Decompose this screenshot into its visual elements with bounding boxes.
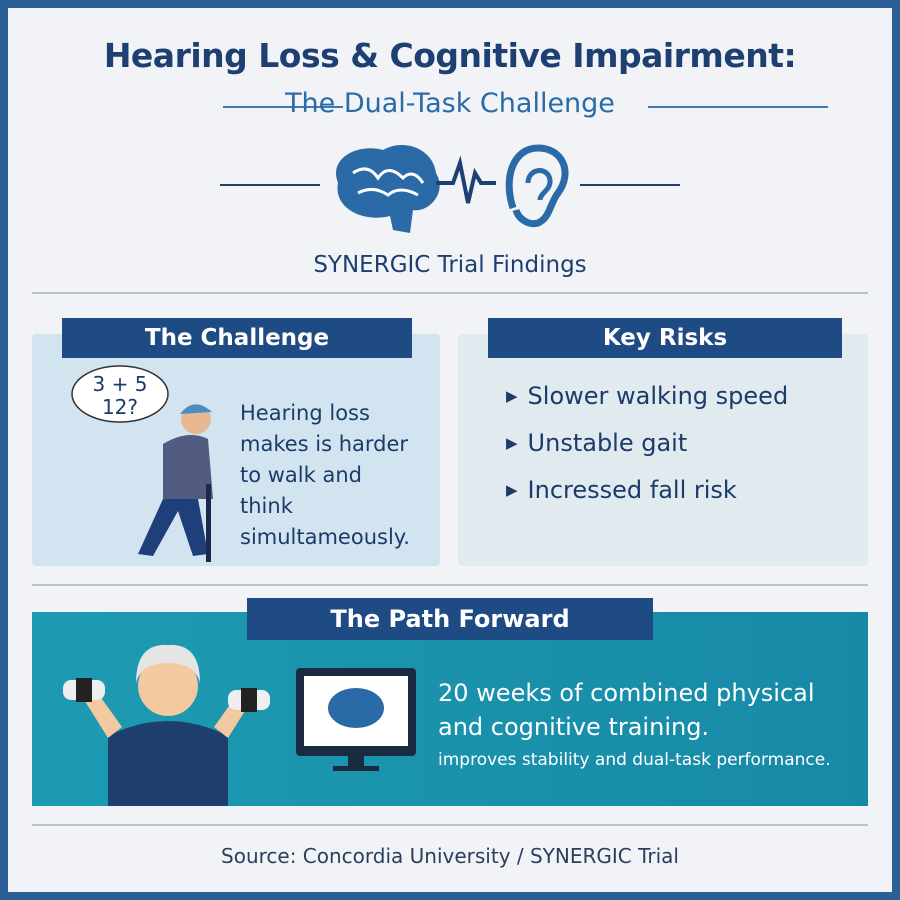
- brain-ear-icon: [336, 144, 569, 233]
- risks-panel: [458, 334, 868, 566]
- divider: [32, 292, 868, 294]
- risk-item: ▶Slower walking speed: [506, 382, 789, 410]
- path-forward-heading: The Path Forward: [247, 598, 653, 640]
- bullet-triangle-icon: ▶: [506, 387, 518, 405]
- thought-line-1: 3 + 5: [93, 372, 148, 396]
- page-title: Hearing Loss & Cognitive Impairment:: [103, 36, 797, 75]
- divider: [223, 106, 343, 108]
- bullet-triangle-icon: ▶: [506, 434, 518, 452]
- path-forward-main-text: 20 weeks of combined physical and cognit…: [438, 679, 815, 741]
- divider: [32, 824, 868, 826]
- challenge-text: Hearing loss makes is harder to walk and…: [240, 401, 410, 549]
- divider: [220, 184, 320, 186]
- challenge-heading: The Challenge: [62, 318, 412, 358]
- exercise-and-monitor-illustration: [63, 644, 416, 806]
- divider: [648, 106, 828, 108]
- risk-item: ▶Incressed fall risk: [506, 476, 737, 504]
- risk-item: ▶Unstable gait: [506, 429, 688, 457]
- thought-line-2: 12?: [102, 395, 138, 419]
- walking-person-illustration: 3 + 5 12?: [71, 365, 213, 562]
- bullet-triangle-icon: ▶: [506, 481, 518, 499]
- divider: [32, 584, 868, 586]
- risks-heading: Key Risks: [488, 318, 842, 358]
- infographic: Hearing Loss & Cognitive Impairment: The…: [8, 8, 892, 892]
- source-citation: Source: Concordia University / SYNERGIC …: [221, 844, 679, 868]
- section-title: SYNERGIC Trial Findings: [313, 252, 587, 278]
- path-forward-detail-text: improves stability and dual-task perform…: [438, 750, 831, 770]
- divider: [580, 184, 680, 186]
- subtitle: The Dual-Task Challenge: [285, 88, 615, 119]
